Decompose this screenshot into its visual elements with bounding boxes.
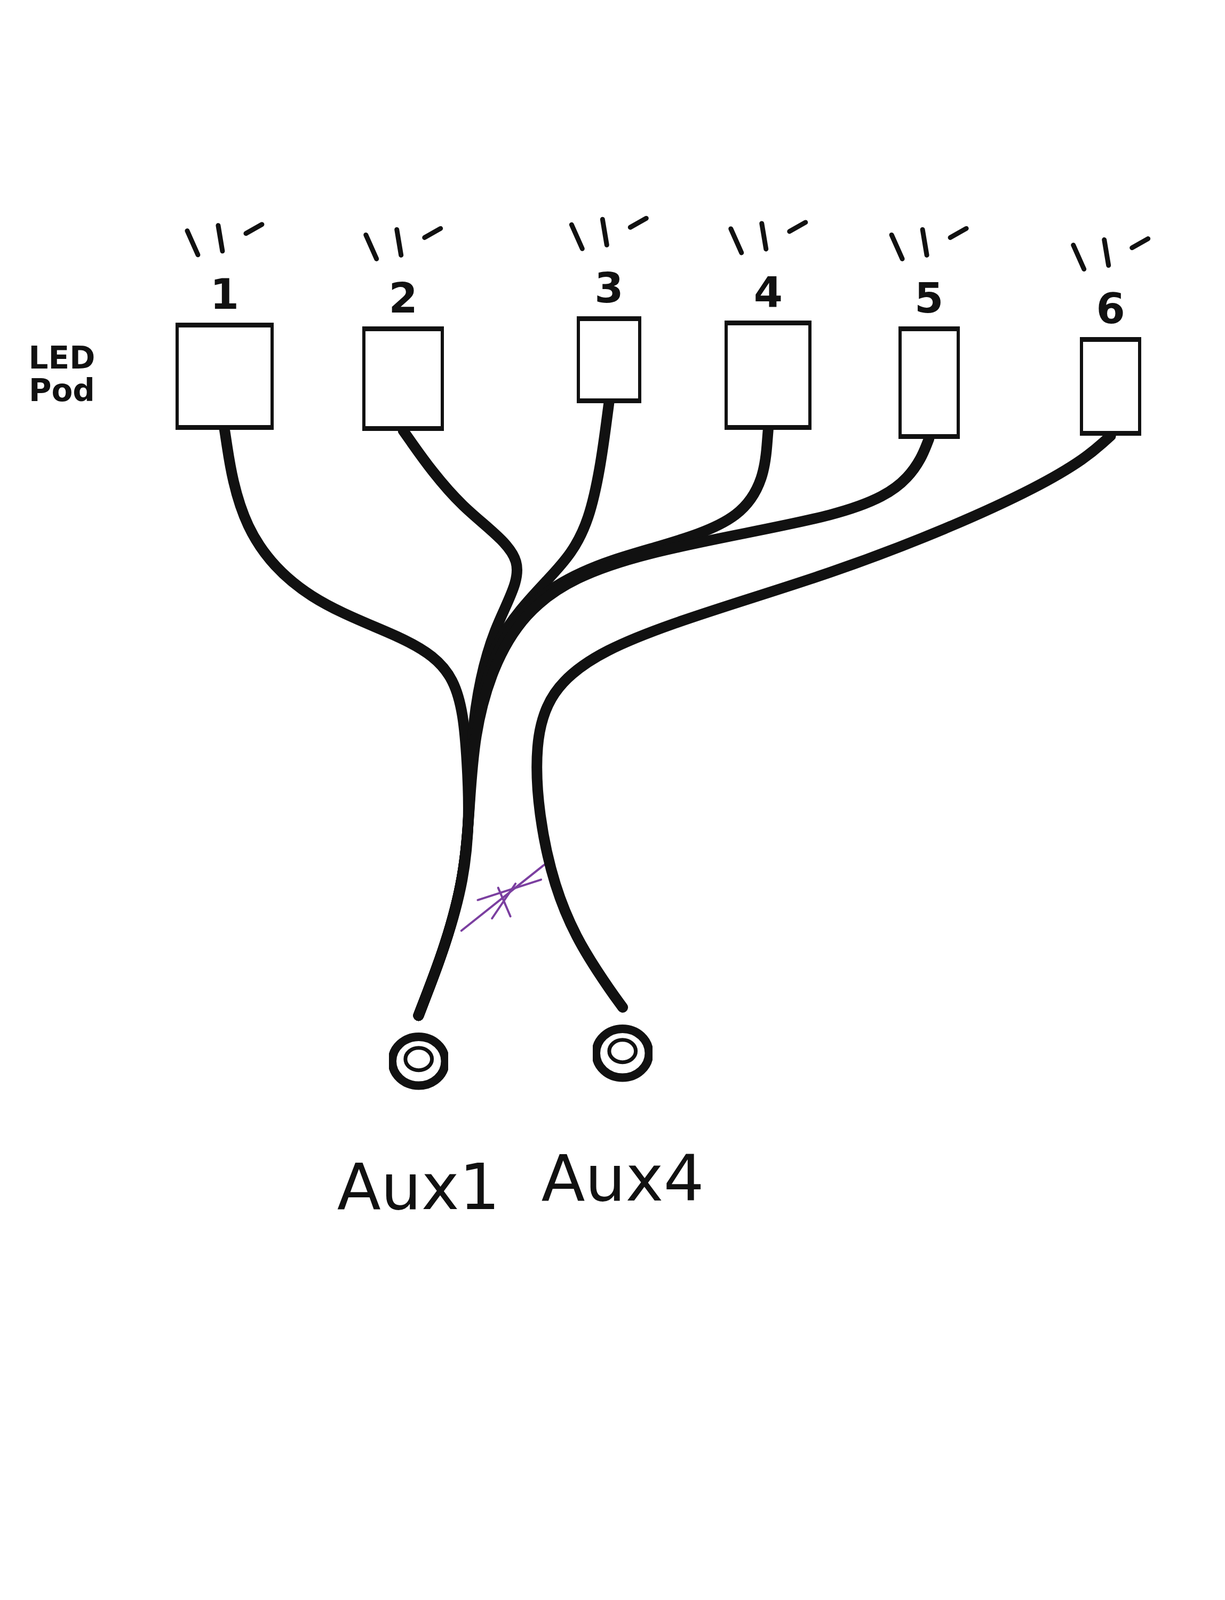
pod-number: 1 xyxy=(175,273,274,316)
cable xyxy=(418,430,768,1016)
light-ray xyxy=(571,224,583,249)
cable-tie xyxy=(498,888,511,918)
light-ray xyxy=(366,234,377,259)
light-ray xyxy=(761,223,767,250)
led-pod: 4 xyxy=(724,271,812,431)
light-ray xyxy=(424,228,441,238)
led-pod: 3 xyxy=(576,267,642,404)
cable-tie xyxy=(461,859,552,932)
cable xyxy=(536,435,1111,1008)
pod-number: 4 xyxy=(724,271,812,314)
light-ray xyxy=(950,228,967,238)
cable xyxy=(403,431,517,1017)
pod-number: 6 xyxy=(1079,288,1142,330)
pod-box xyxy=(898,326,960,439)
connector-inner xyxy=(609,1040,636,1063)
pod-box xyxy=(362,326,444,431)
cable-tie xyxy=(491,884,516,919)
pod-box xyxy=(576,316,642,404)
light-ray xyxy=(630,218,647,228)
light-ray xyxy=(891,234,903,259)
pod-number: 3 xyxy=(576,267,642,309)
connector-outer xyxy=(392,1037,445,1087)
aux-connector: Aux1 xyxy=(337,1031,501,1220)
led-pod: 2 xyxy=(362,277,444,431)
light-ray xyxy=(245,224,262,234)
connector-ring xyxy=(388,1031,449,1092)
light-ray xyxy=(789,222,806,232)
light-ray xyxy=(1104,240,1109,266)
light-ray xyxy=(922,229,927,256)
pod-number: 2 xyxy=(362,277,444,320)
connector-label: Aux4 xyxy=(541,1147,705,1212)
cable xyxy=(224,430,469,1016)
aux-connector: Aux4 xyxy=(541,1023,705,1212)
led-pod: 6 xyxy=(1079,288,1142,437)
connector-inner xyxy=(405,1048,433,1071)
pod-box xyxy=(175,322,274,431)
pod-box xyxy=(724,320,812,431)
light-ray xyxy=(730,228,742,253)
pod-number: 5 xyxy=(898,277,960,320)
light-rays xyxy=(187,218,1149,269)
light-ray xyxy=(602,219,607,245)
connector-outer xyxy=(595,1029,649,1079)
part-label: LED Pod xyxy=(28,341,96,408)
led-pod: 5 xyxy=(898,277,960,439)
light-ray xyxy=(396,229,402,256)
connector-ring xyxy=(592,1023,652,1084)
connector-label: Aux1 xyxy=(337,1155,501,1220)
light-ray xyxy=(1132,239,1149,249)
light-ray xyxy=(187,231,198,256)
light-ray xyxy=(218,225,223,252)
cable-tie xyxy=(477,879,542,901)
led-pod: 1 xyxy=(175,273,274,431)
light-ray xyxy=(1073,245,1085,270)
pod-box xyxy=(1079,337,1142,437)
cable xyxy=(418,439,929,1016)
